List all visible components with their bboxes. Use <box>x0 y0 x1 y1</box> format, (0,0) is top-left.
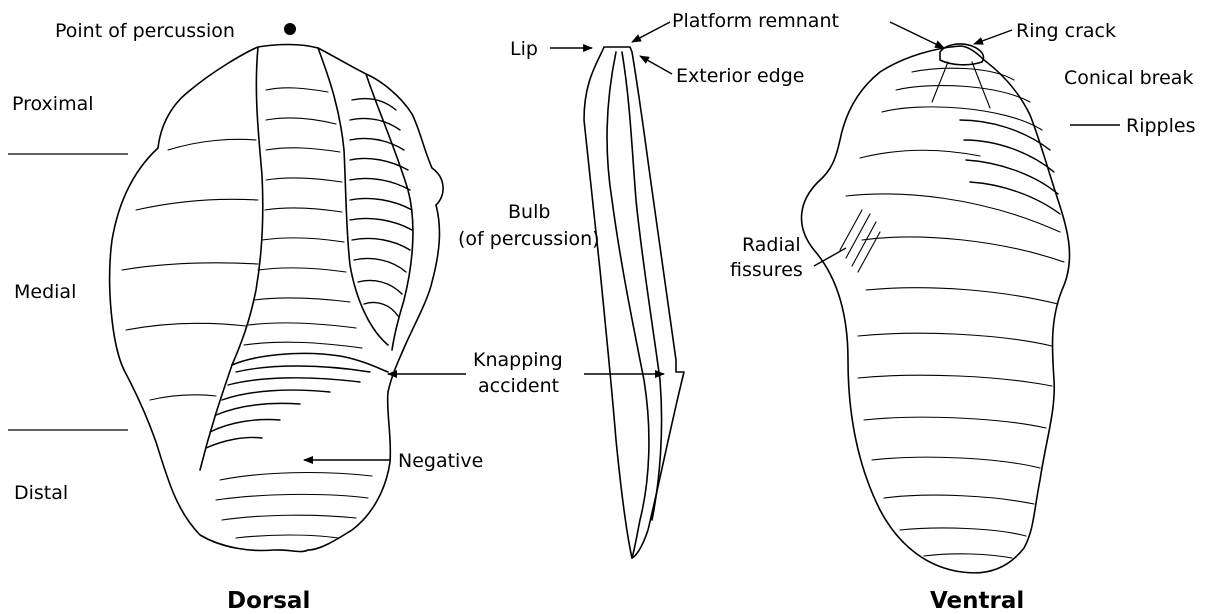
dorsal-ridge-center <box>318 48 388 345</box>
profile-outline <box>584 47 684 558</box>
ventral-outline <box>802 46 1070 573</box>
label-distal: Distal <box>14 482 68 504</box>
dorsal-right-ripples <box>350 98 412 316</box>
label-ring-crack: Ring crack <box>1016 20 1116 42</box>
title-dorsal: Dorsal <box>227 588 310 614</box>
title-ventral: Ventral <box>930 588 1024 614</box>
dorsal-negative-ripples <box>206 366 370 448</box>
label-medial: Medial <box>14 281 76 303</box>
label-platform-remnant: Platform remnant <box>672 10 839 32</box>
dorsal-view: Point of percussion Proximal Medial Dist… <box>8 20 483 614</box>
label-bulb-line2: (of percussion) <box>458 228 600 250</box>
label-exterior-edge: Exterior edge <box>676 65 804 87</box>
dorsal-lower-ripples <box>216 473 372 538</box>
label-negative: Negative <box>398 450 483 472</box>
label-ripples: Ripples <box>1126 115 1195 137</box>
dorsal-ridge-left <box>232 47 263 365</box>
ventral-ripples <box>846 68 1064 558</box>
arrow-platform-remnant-right <box>890 22 944 48</box>
label-lip: Lip <box>510 38 538 60</box>
arrow-exterior-edge <box>640 56 672 74</box>
label-radial-line2: fissures <box>730 259 803 281</box>
label-conical-break: Conical break <box>1064 67 1193 89</box>
dorsal-ridge-lower <box>232 353 388 372</box>
profile-inner-edge-line <box>622 52 662 520</box>
percussion-point-dot <box>284 23 296 35</box>
label-point-of-percussion: Point of percussion <box>55 20 235 42</box>
radial-fissure-lines <box>840 210 880 272</box>
dorsal-left-ripples <box>122 139 258 400</box>
ventral-view: Ring crack Conical break Ripples Radial … <box>730 20 1195 614</box>
label-knapping-line1: Knapping <box>473 349 563 371</box>
dorsal-ridge-diagonal <box>200 365 232 470</box>
arrow-platform-remnant-left <box>632 22 670 42</box>
label-knapping-line2: accident <box>478 375 559 397</box>
dorsal-ridge-right <box>366 74 413 350</box>
dorsal-center-ripples <box>244 88 362 348</box>
label-radial-line1: Radial <box>742 234 801 256</box>
label-proximal: Proximal <box>12 93 94 115</box>
label-bulb-line1: Bulb <box>508 201 550 223</box>
arrow-ring-crack <box>974 30 1012 44</box>
